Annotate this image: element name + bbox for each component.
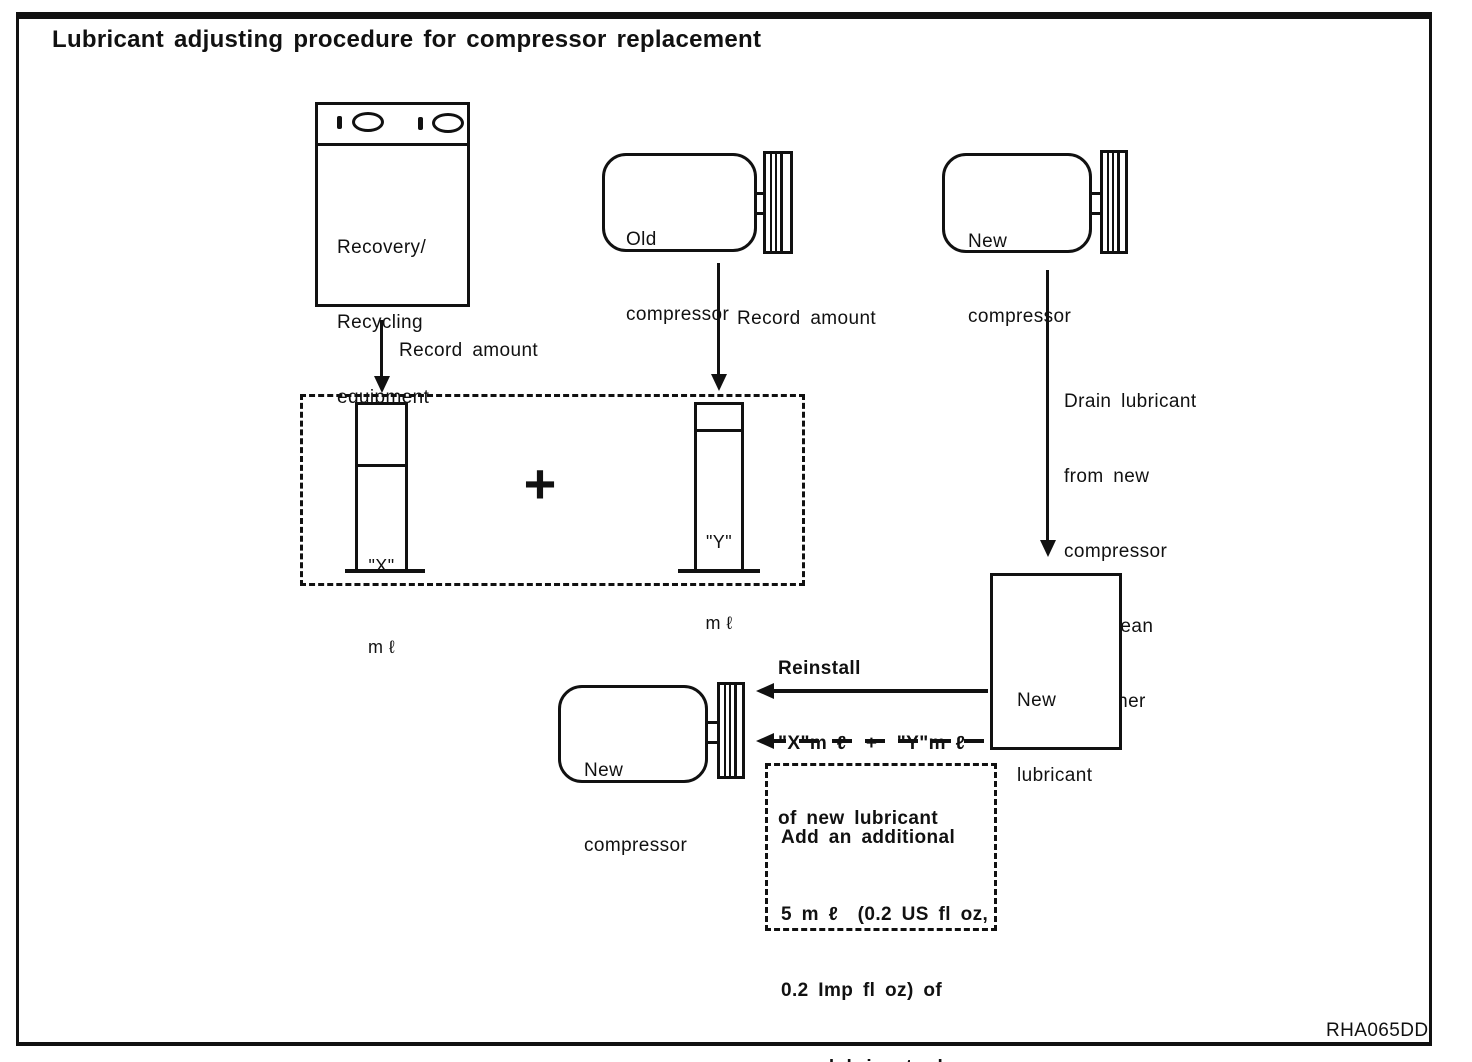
recovery-equipment-panel <box>318 105 467 146</box>
fill-level-line <box>358 464 405 467</box>
gauge-oval-icon <box>432 113 464 133</box>
cylinder-x-label: "X" m ℓ <box>367 556 395 657</box>
new-lubricant-box: New lubricant <box>990 573 1122 786</box>
compressor-port <box>754 212 765 215</box>
compressor-port <box>705 741 718 744</box>
pulley-icon <box>1100 150 1128 254</box>
cylinder-y: "Y" m ℓ <box>694 402 744 633</box>
pulley-icon <box>717 682 745 779</box>
old-compressor-box: Old compressor <box>602 153 757 325</box>
arrow-line <box>1046 270 1049 542</box>
gauge-oval-icon <box>352 112 384 132</box>
cylinder-y-label: "Y" m ℓ <box>705 532 733 633</box>
cylinder-base <box>678 569 760 573</box>
record-amount-right-label: Record amount <box>737 308 877 329</box>
compressor-port <box>1089 212 1101 215</box>
arrow-line <box>380 320 383 378</box>
cylinder-x: "X" m ℓ <box>355 402 408 657</box>
recovery-equipment-box: Recovery/ Recycling equipment <box>315 102 470 408</box>
record-amount-left-label: Record amount <box>399 340 539 361</box>
arrow-line <box>766 689 988 693</box>
page-border <box>16 12 1432 1046</box>
arrow-left-icon <box>756 733 774 749</box>
compressor-port <box>754 192 765 195</box>
reinstall-label: Reinstall "X"m ℓ + "Y"m ℓ of new lubrica… <box>778 658 966 829</box>
new-compressor-bottom-box: New compressor <box>558 685 708 856</box>
arrow-left-icon <box>756 683 774 699</box>
additional-note-label: Add an additional 5 m ℓ (0.2 US fl oz, 0… <box>781 827 989 1062</box>
compressor-port <box>705 721 718 724</box>
dashed-arrow-line <box>766 739 986 743</box>
new-compressor-bottom-label: New compressor <box>584 760 688 856</box>
old-compressor-label: Old compressor <box>626 229 730 325</box>
pulley-icon <box>763 151 793 254</box>
compressor-port <box>1089 192 1101 195</box>
arrow-down-icon <box>711 374 727 391</box>
arrow-down-icon <box>374 376 390 393</box>
new-compressor-top-label: New compressor <box>968 231 1072 327</box>
arrow-line <box>717 263 720 376</box>
plus-icon: + <box>523 452 557 515</box>
knob-icon <box>418 117 423 130</box>
arrow-down-icon <box>1040 540 1056 557</box>
page-title: Lubricant adjusting procedure for compre… <box>52 26 762 53</box>
new-lubricant-label: New lubricant <box>1017 690 1093 786</box>
figure-id: RHA065DD <box>1326 1020 1429 1041</box>
fill-level-line <box>697 429 741 432</box>
new-compressor-top-box: New compressor <box>942 153 1092 327</box>
knob-icon <box>337 116 342 129</box>
measuring-area-box <box>300 394 805 586</box>
additional-note-box: Add an additional 5 m ℓ (0.2 US fl oz, 0… <box>765 763 997 1062</box>
cylinder-base <box>345 569 425 573</box>
